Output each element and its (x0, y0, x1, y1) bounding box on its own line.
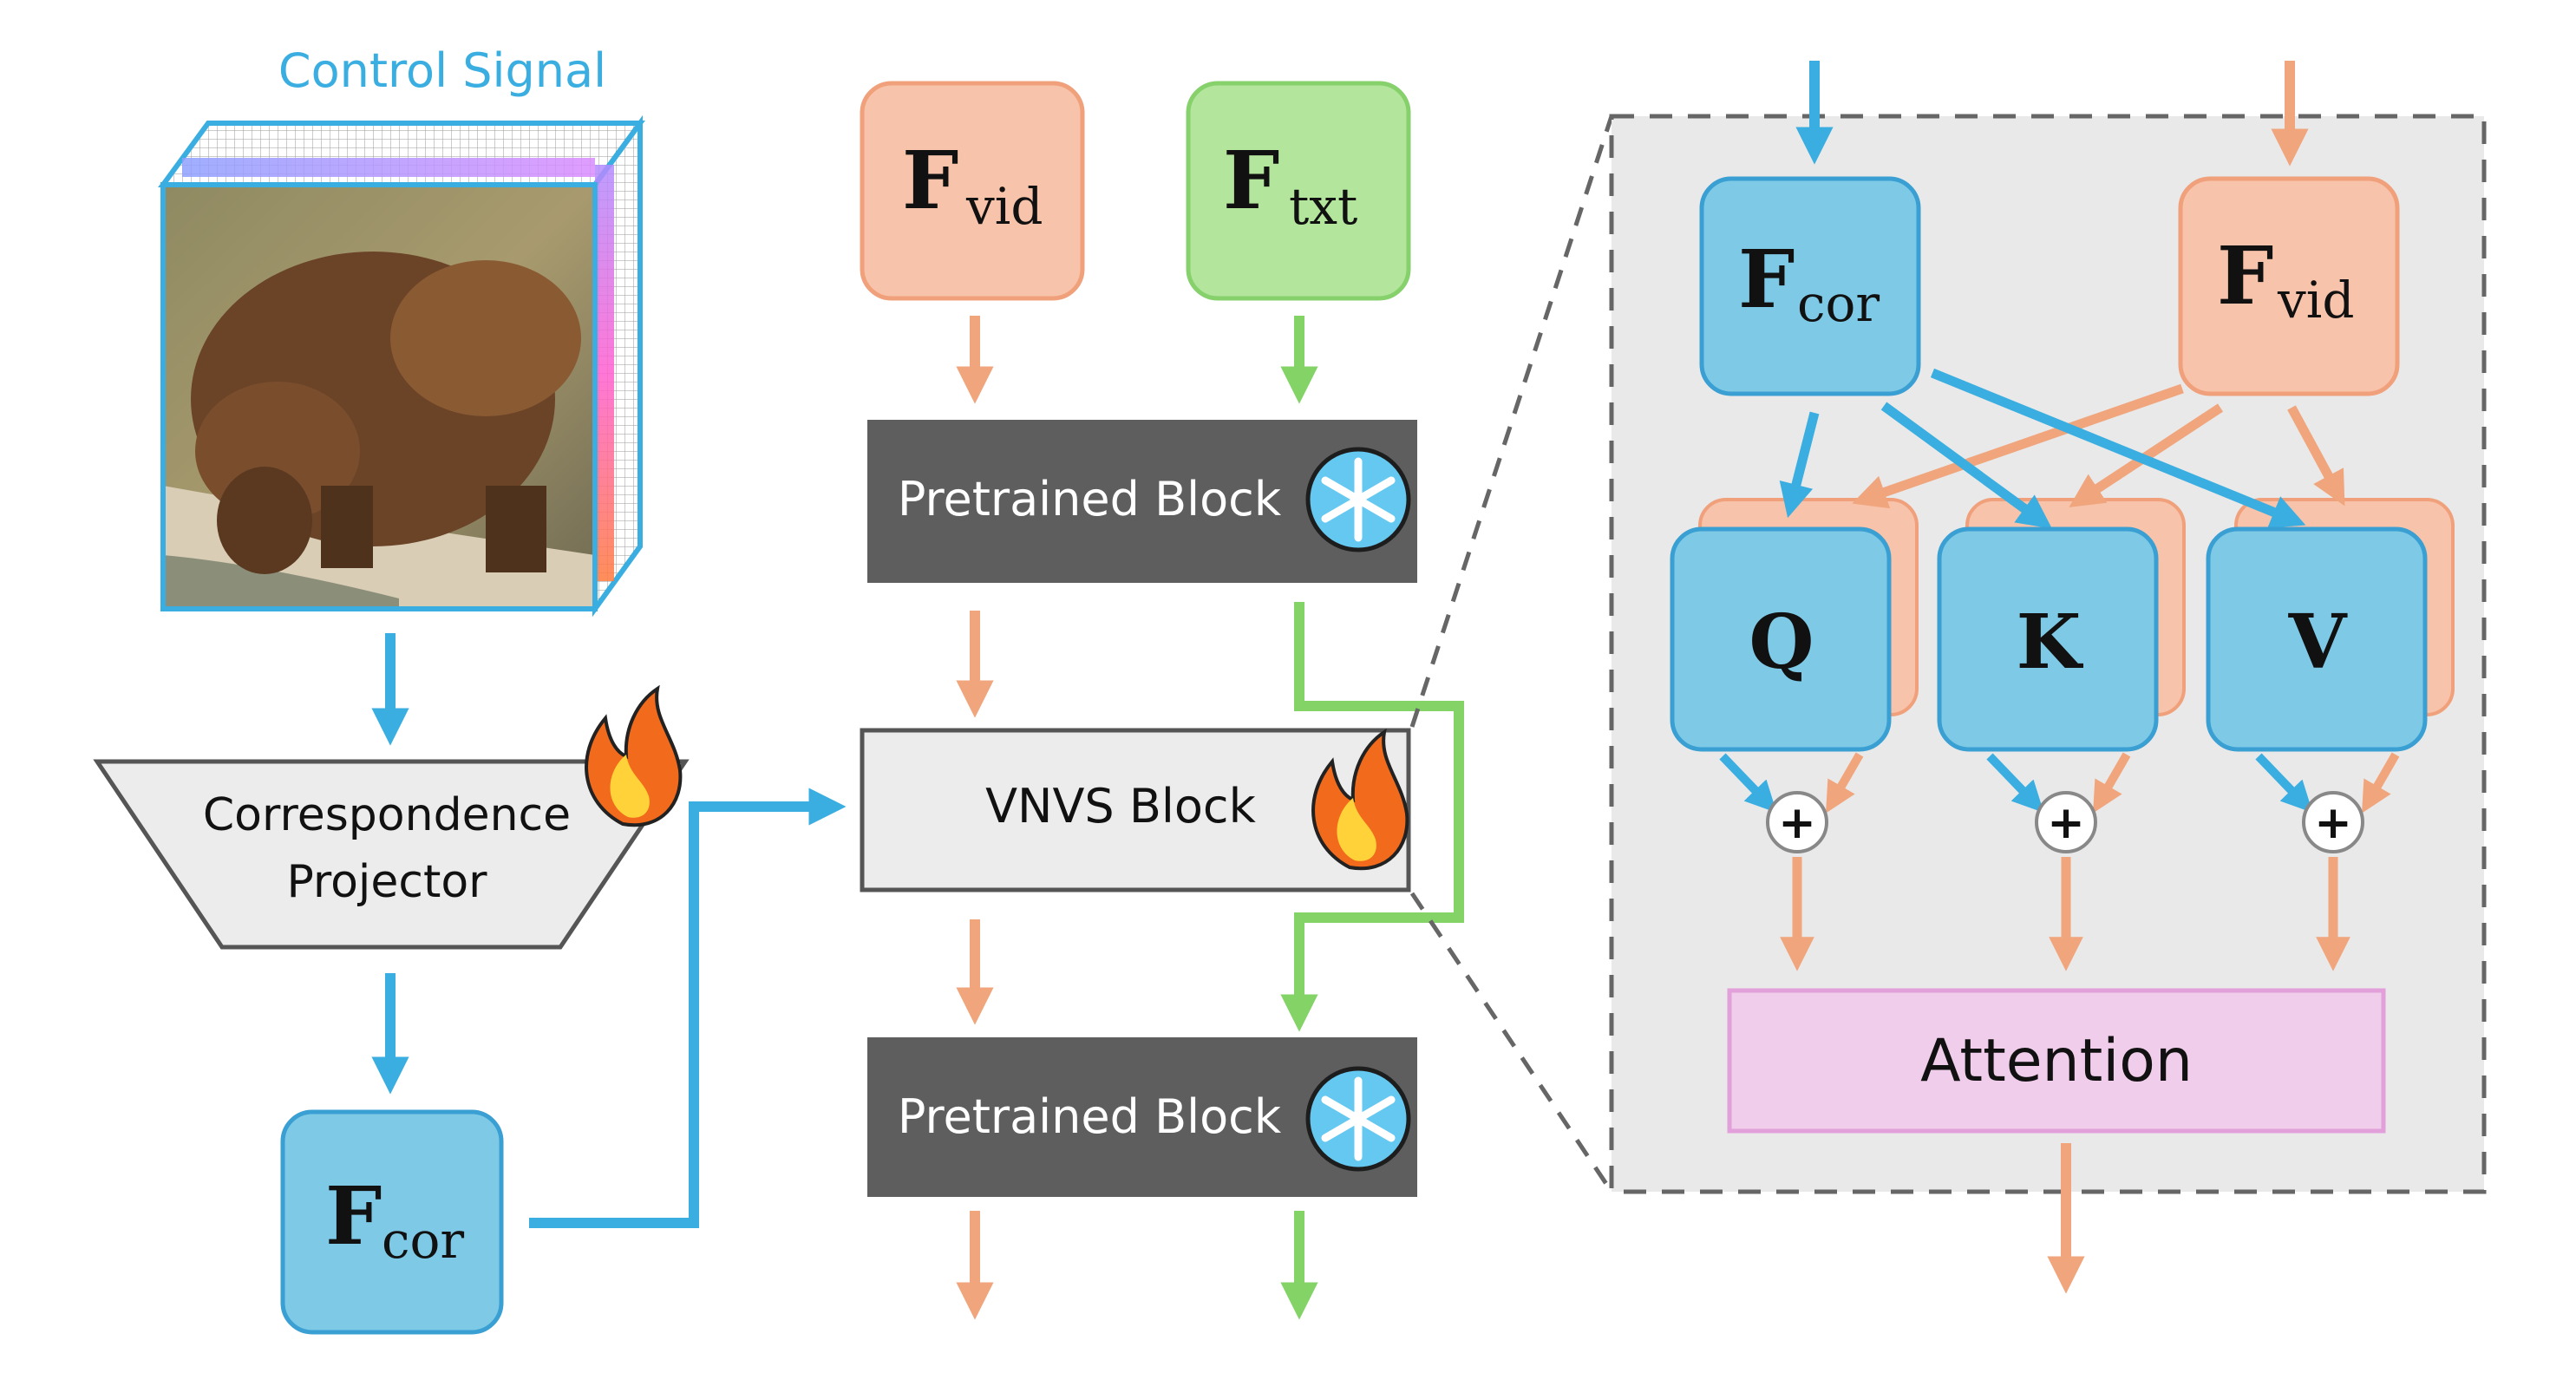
k-plus-label: + (2047, 797, 2085, 849)
v-orange-to-plus (2362, 752, 2400, 814)
fcor-right-main: F (1738, 232, 1795, 326)
control-signal-label: Control Signal (278, 43, 606, 98)
fvid-right-main: F (2217, 229, 2273, 323)
v-plus-label: + (2314, 797, 2352, 849)
k-orange-to-plus (2093, 752, 2131, 814)
vnvs-block: VNVS Block (860, 728, 1411, 892)
snowflake-icon (1305, 1066, 1411, 1172)
zoom-line-top (1409, 115, 1614, 728)
q-plus-node: + (1766, 791, 1828, 853)
v-label: V (2288, 598, 2348, 686)
k-blue-to-plus (1986, 753, 2044, 813)
fvid-middle-box: F vid (860, 81, 1085, 301)
ftxt-sub: txt (1289, 177, 1357, 236)
projector-label-line1: Correspondence (203, 789, 571, 841)
projector-label-line2: Projector (286, 856, 487, 908)
ftxt-main: F (1223, 134, 1279, 227)
pretrained-block-top: Pretrained Block (867, 420, 1417, 583)
attention-label: Attention (1920, 1027, 2193, 1095)
zoom-line-bottom (1409, 892, 1614, 1193)
k-box: K (1937, 526, 2159, 752)
pretrained-block-bottom-label: Pretrained Block (898, 1089, 1282, 1144)
v-box: V (2206, 526, 2428, 752)
fcor-to-vnvs-arrow (529, 788, 847, 1228)
fvid-to-q-arrow (1852, 383, 2184, 509)
text-bypass-line (1280, 602, 1464, 1032)
pretrained-block-bottom: Pretrained Block (867, 1037, 1417, 1197)
attention-block: Attention (1727, 988, 2386, 1134)
control-signal-video-cube (158, 114, 645, 618)
fvid-right-sub: vid (2277, 271, 2354, 330)
v-blue-to-plus (2255, 753, 2313, 813)
fvid-right-box: F vid (2178, 176, 2400, 396)
flame-icon (585, 684, 683, 827)
v-plus-node: + (2302, 791, 2364, 853)
fvid-middle-main: F (902, 134, 958, 227)
pretrained-block-top-label: Pretrained Block (898, 472, 1282, 526)
fcor-to-k-arrow (1880, 402, 2052, 529)
q-label: Q (1749, 598, 1814, 686)
fcor-left-main: F (325, 1169, 382, 1263)
correspondence-projector (93, 759, 690, 950)
fcor-left-sub: cor (382, 1211, 464, 1270)
q-orange-to-plus (1826, 752, 1864, 814)
fcor-to-v-arrow (1930, 368, 2306, 528)
q-plus-label: + (1778, 797, 1816, 849)
k-label: K (2017, 598, 2084, 686)
fcor-left-box: F cor (280, 1109, 504, 1335)
q-box: Q (1670, 526, 1892, 752)
flame-icon (1311, 728, 1409, 871)
fcor-right-box: F cor (1699, 176, 1921, 396)
fvid-middle-sub: vid (965, 177, 1043, 236)
fvid-to-v-arrow (2287, 405, 2345, 507)
snowflake-icon (1305, 447, 1411, 552)
fvid-to-k-arrow (2069, 403, 2224, 507)
vnvs-block-label: VNVS Block (985, 779, 1256, 834)
q-blue-to-plus (1719, 753, 1777, 813)
fcor-right-sub: cor (1797, 274, 1880, 333)
ftxt-box: F txt (1186, 81, 1411, 301)
k-plus-node: + (2035, 791, 2097, 853)
fcor-to-q-arrow (1779, 411, 1820, 519)
